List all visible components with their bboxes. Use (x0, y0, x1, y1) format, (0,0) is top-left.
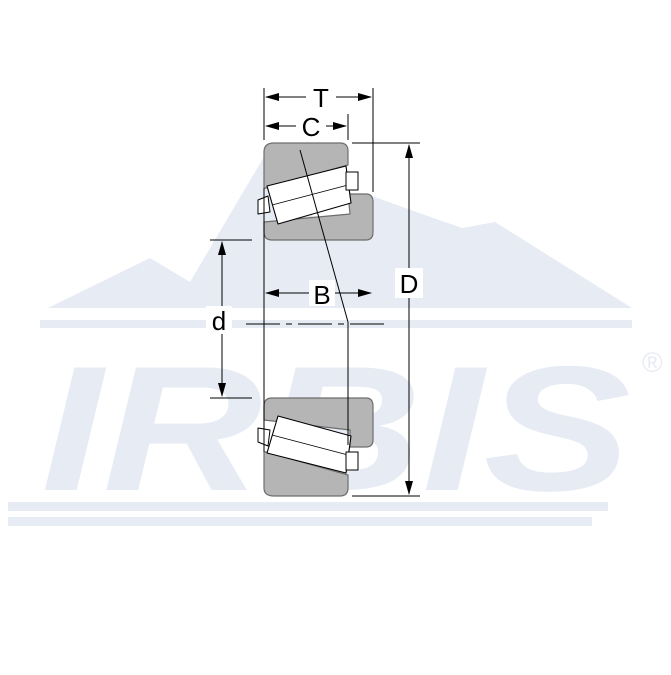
cage-rib-bottom (345, 451, 359, 471)
dim-D-arrow-top (405, 144, 413, 158)
dim-D-arrow-bottom (405, 481, 413, 495)
dim-d-arrow-bottom (218, 383, 226, 397)
watermark-registered-mark: ® (642, 347, 663, 378)
dim-B-label: B (313, 280, 330, 310)
dim-T-label: T (313, 83, 329, 113)
cage-rib-top (345, 171, 359, 191)
dim-D-label: D (400, 269, 419, 299)
dim-C-arrow-left (265, 122, 279, 130)
roller-top-mid-line (271, 184, 349, 206)
outer-ring-top (263, 142, 349, 189)
watermark-stripe-bottom-2 (8, 517, 592, 526)
dim-d-arrow-top (218, 241, 226, 255)
dim-C-arrow-right (333, 122, 347, 130)
dim-d-label: d (212, 306, 226, 336)
dim-T-arrow-left (265, 93, 279, 101)
watermark-stripe-top (40, 320, 632, 328)
inner-ring-bottom (263, 397, 374, 448)
watermark-stripe-bottom-1 (8, 502, 608, 511)
dim-B-arrow-left (265, 289, 279, 297)
dimensions: T C B d D (206, 83, 423, 497)
dim-T-arrow-right (358, 93, 372, 101)
roller-bottom-mid-line (271, 434, 349, 456)
outer-ring-bottom (263, 451, 349, 497)
bearing-section (246, 142, 385, 497)
dim-B-arrow-right (358, 289, 372, 297)
dim-C-label: C (302, 112, 321, 142)
